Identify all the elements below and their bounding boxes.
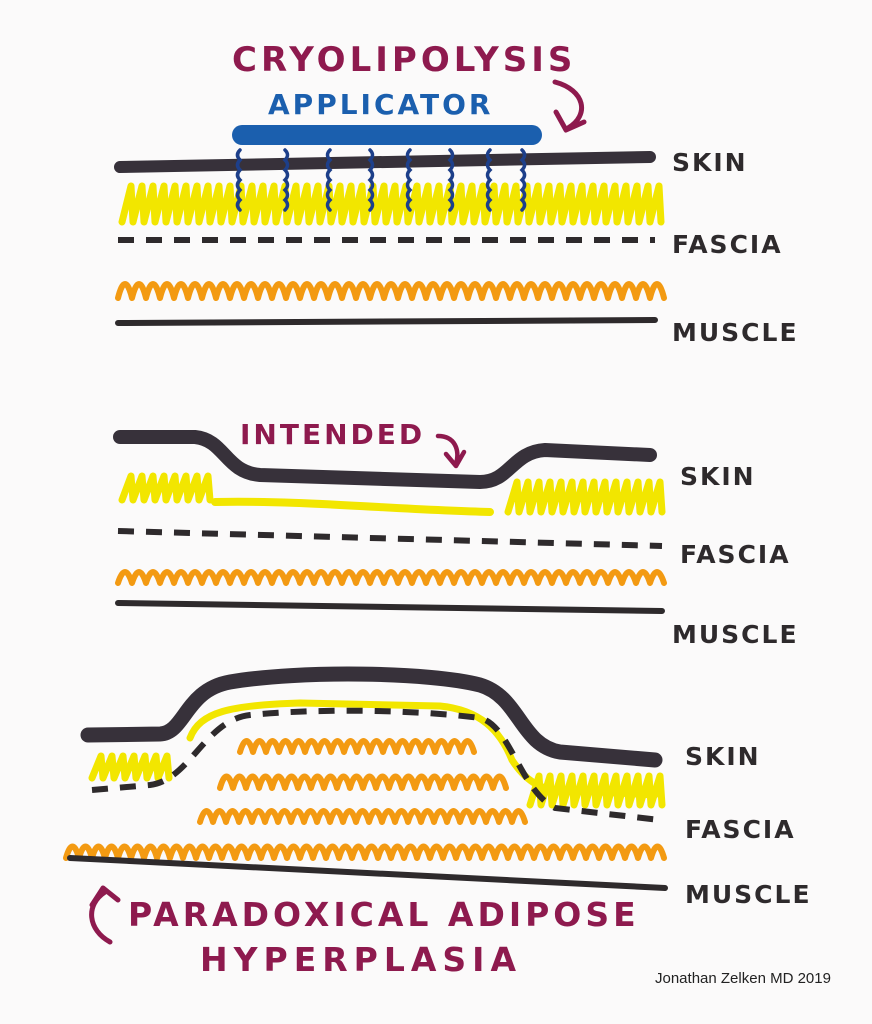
title-hyperplasia: HYPERPLASIA	[200, 940, 522, 979]
panel-intended	[113, 430, 667, 614]
fat-layer-1	[118, 182, 665, 226]
title-cryolipolysis: CRYOLIPOLYSIS	[232, 40, 577, 80]
fascia-line-3	[91, 707, 661, 823]
label-skin-2: SKIN	[680, 462, 756, 491]
label-fascia-3: FASCIA	[685, 815, 796, 844]
title-paradoxical-adipose: PARADOXICAL ADIPOSE	[128, 895, 640, 934]
fascia-line-2	[117, 528, 663, 549]
muscle-line-3	[67, 855, 668, 891]
muscle-fibers-3	[63, 738, 667, 861]
label-skin-1: SKIN	[672, 148, 748, 177]
cold-wave	[367, 148, 375, 212]
cold-waves	[235, 148, 527, 212]
muscle-fibers-2	[115, 569, 667, 586]
applicator-bar	[232, 125, 542, 145]
title-applicator: APPLICATOR	[268, 88, 494, 121]
label-skin-3: SKIN	[685, 742, 761, 771]
label-fascia-1: FASCIA	[672, 230, 783, 259]
muscle-line-1	[115, 317, 658, 326]
panel-paradoxical	[63, 666, 668, 945]
fat-left-3	[88, 752, 173, 782]
label-muscle-1: MUSCLE	[672, 318, 799, 347]
paradoxical-arrow-head	[89, 885, 121, 908]
cold-wave	[325, 148, 333, 212]
cold-wave	[405, 148, 413, 212]
fat-right-3	[526, 772, 666, 809]
intended-arrow-head	[443, 449, 467, 469]
skin-line-2	[113, 430, 657, 489]
applicator-arrow	[552, 79, 585, 131]
applicator-arrow-head	[553, 109, 587, 133]
title-intended: INTENDED	[240, 418, 426, 451]
skin-line-3	[80, 666, 663, 768]
intended-arrow	[435, 433, 460, 467]
panel-applicator	[114, 79, 667, 326]
cold-wave	[235, 148, 243, 212]
skin-line-1	[114, 151, 656, 173]
muscle-fibers-1	[115, 281, 667, 301]
fat-layer-2a	[118, 472, 214, 504]
muscle-line-2	[115, 600, 665, 614]
label-muscle-3: MUSCLE	[685, 880, 812, 909]
cold-wave	[519, 148, 527, 212]
fat-layer-2b	[504, 478, 666, 516]
label-muscle-2: MUSCLE	[672, 620, 799, 649]
cold-wave	[447, 148, 455, 212]
fat-thin-2	[211, 497, 494, 516]
author-credit: Jonathan Zelken MD 2019	[655, 970, 831, 987]
cold-wave	[282, 148, 290, 212]
cold-wave	[485, 148, 493, 212]
label-fascia-2: FASCIA	[680, 540, 791, 569]
